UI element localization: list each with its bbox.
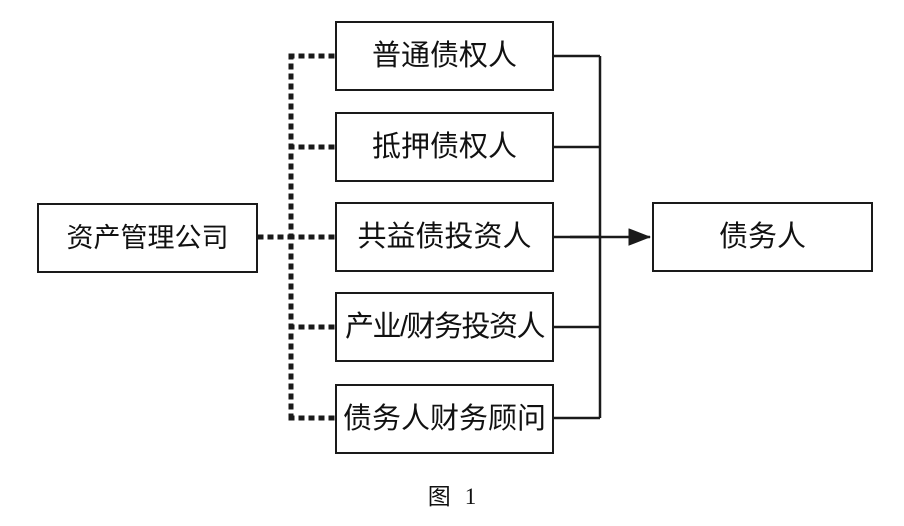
figure-caption-number: 1 xyxy=(464,484,477,509)
node-label-debtor: 债务人 xyxy=(718,220,806,253)
node-label-ordinary-creditor: 普通债权人 xyxy=(371,39,517,72)
node-mortgage-creditor[interactable]: 抵押债权人 xyxy=(335,112,554,182)
node-industrial-financial-investor[interactable]: 产业/财务投资人 xyxy=(335,292,554,362)
node-label-industrial-financial-investor: 产业/财务投资人 xyxy=(344,310,546,343)
node-common-benefit-debt-investor[interactable]: 共益债投资人 xyxy=(335,202,554,272)
node-ordinary-creditor[interactable]: 普通债权人 xyxy=(335,21,554,91)
node-label-debtor-financial-advisor: 债务人财务顾问 xyxy=(342,402,546,435)
node-label-common-benefit-debt-investor: 共益债投资人 xyxy=(357,220,532,253)
figure-caption-label: 图 xyxy=(427,484,451,509)
node-debtor[interactable]: 债务人 xyxy=(652,202,873,272)
node-asset-management-company[interactable]: 资产管理公司 xyxy=(37,203,258,273)
node-debtor-financial-advisor[interactable]: 债务人财务顾问 xyxy=(335,384,554,454)
node-label-mortgage-creditor: 抵押债权人 xyxy=(371,130,517,163)
node-label-asset-management-company: 资产管理公司 xyxy=(66,222,229,253)
